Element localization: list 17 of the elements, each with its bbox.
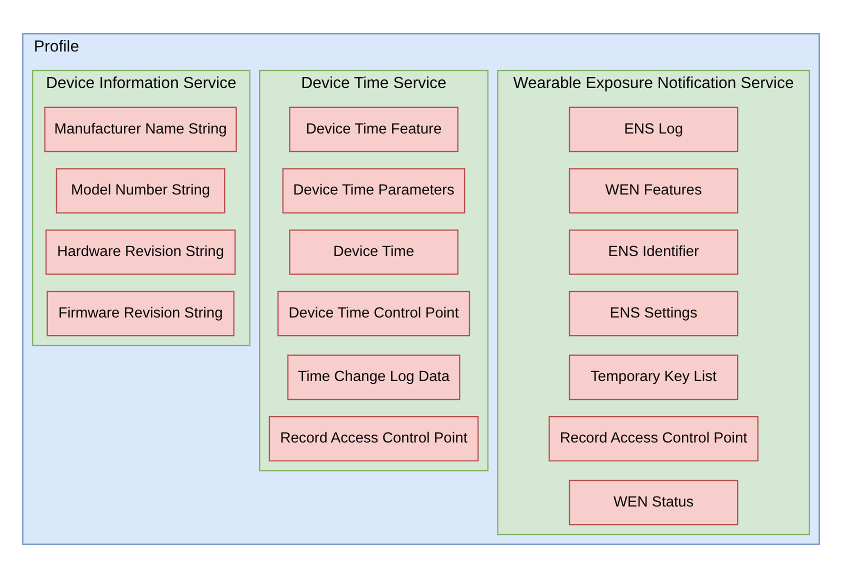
node-box: Device Time Control Point [277, 290, 470, 336]
node-box: Model Number String [56, 168, 226, 214]
node-box: Device Time [289, 228, 458, 274]
node-box: Time Change Log Data [287, 354, 460, 400]
node-box: WEN Features [568, 168, 738, 214]
node-box: ENS Settings [568, 290, 738, 336]
node-box: Device Time Parameters [282, 168, 466, 214]
node-box: Device Time Feature [289, 106, 458, 152]
node-box: WEN Status [568, 479, 738, 525]
node-box: Manufacturer Name String [44, 106, 237, 152]
node-box: ENS Log [568, 106, 738, 152]
node-box: ENS Identifier [568, 228, 738, 274]
node-box: Record Access Control Point [268, 416, 479, 461]
node-box: Hardware Revision String [45, 228, 236, 274]
node-box: Firmware Revision String [46, 290, 234, 336]
node-box: Record Access Control Point [548, 416, 758, 461]
node-box: Temporary Key List [568, 354, 738, 400]
